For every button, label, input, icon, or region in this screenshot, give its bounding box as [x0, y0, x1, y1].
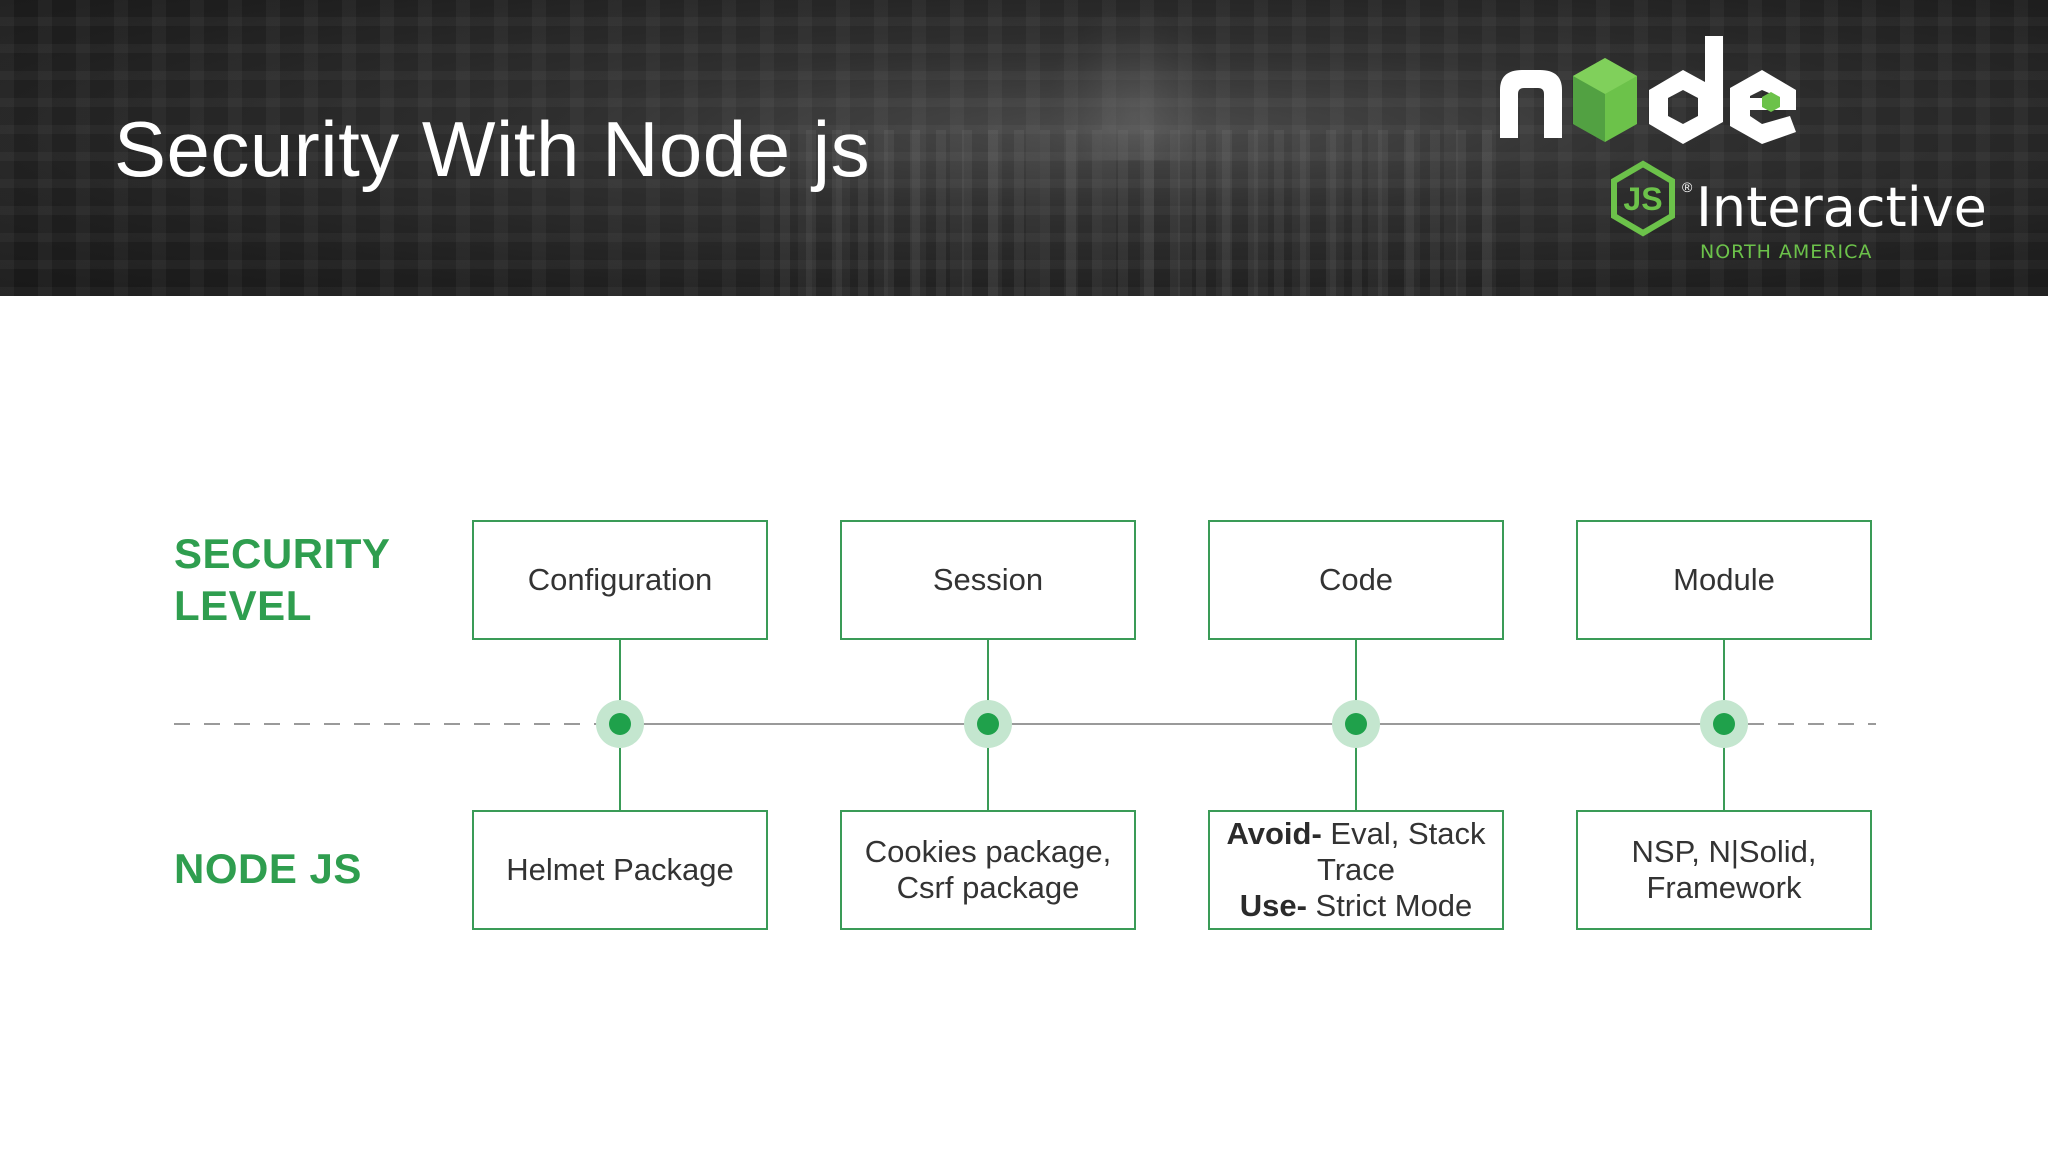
node-js-box-helmet: Helmet Package — [472, 810, 768, 930]
use-label: Use- — [1239, 888, 1307, 923]
security-level-box-module: Module — [1576, 520, 1872, 640]
security-level-box-session: Session — [840, 520, 1136, 640]
logo-interactive-text: Interactive — [1696, 176, 1987, 239]
logo-js-badge — [1611, 160, 1675, 237]
avoid-text: Eval, Stack Trace — [1316, 816, 1486, 887]
node-js-box-module-tools: NSP, N|Solid, Framework — [1576, 810, 1872, 930]
box-label: Module — [1673, 562, 1775, 597]
background-dome-image — [1050, 10, 1220, 160]
box-text: NSP, N|Solid, Framework — [1622, 834, 1827, 906]
timeline-node-dot-2 — [977, 713, 999, 735]
box-text: Avoid- Eval, Stack Trace Use- Strict Mod… — [1210, 816, 1502, 924]
avoid-label: Avoid- — [1226, 816, 1322, 851]
box-line: Cookies package, — [864, 834, 1112, 869]
slide-title: Security With Node js — [114, 105, 871, 193]
box-line: Csrf package — [896, 870, 1080, 905]
box-label: Configuration — [527, 562, 713, 597]
header-banner: Security With Node js JS ® Interactive N… — [0, 0, 2048, 296]
timeline-node-dot-4 — [1713, 713, 1735, 735]
svg-text:JS: JS — [1623, 181, 1662, 217]
security-level-box-configuration: Configuration — [472, 520, 768, 640]
box-label: Helmet Package — [506, 852, 734, 887]
box-line: Framework — [1646, 870, 1802, 905]
node-js-box-code-practices: Avoid- Eval, Stack Trace Use- Strict Mod… — [1208, 810, 1504, 930]
box-text: Cookies package, Csrf package — [855, 834, 1121, 906]
security-level-box-code: Code — [1208, 520, 1504, 640]
box-label: Session — [932, 562, 1044, 597]
row-label-security-level: SECURITY LEVEL — [174, 530, 390, 629]
row-label-node-js: NODE JS — [174, 845, 362, 892]
logo-letter-n — [1500, 70, 1562, 138]
timeline-node-dot-1 — [609, 713, 631, 735]
node-interactive-logo: JS ® Interactive NORTH AMERICA — [1500, 36, 1987, 263]
node-js-box-cookies: Cookies package, Csrf package — [840, 810, 1136, 930]
logo-region-text: NORTH AMERICA — [1700, 241, 1872, 263]
box-line: NSP, N|Solid, — [1631, 834, 1817, 869]
logo-letter-d — [1649, 36, 1723, 144]
timeline-node-dot-3 — [1345, 713, 1367, 735]
svg-text:®: ® — [1682, 179, 1693, 195]
background-building-image — [780, 130, 1500, 296]
logo-small-hexagon — [1762, 92, 1780, 112]
box-label: Code — [1318, 562, 1394, 597]
use-text: Strict Mode — [1306, 888, 1473, 923]
